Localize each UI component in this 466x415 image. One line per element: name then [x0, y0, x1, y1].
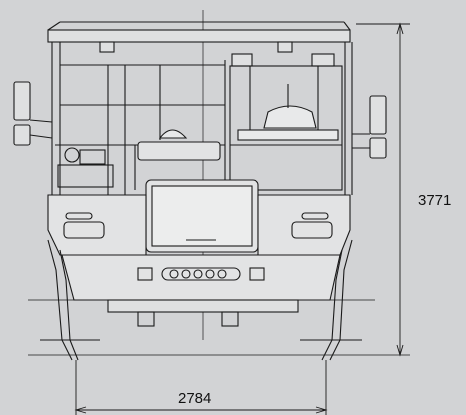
right-fender: [257, 194, 351, 256]
right-wheel: [300, 239, 362, 361]
width-dimension-label: 2784: [178, 390, 212, 407]
left-fender: [47, 194, 147, 256]
operator-seat: [237, 84, 339, 141]
left-equipment: [55, 144, 136, 190]
left-wheel: [40, 239, 100, 361]
front-hood: [137, 141, 259, 253]
cab-roof: [47, 21, 351, 67]
front-bumper: [61, 254, 341, 327]
steering-dome: [158, 129, 188, 139]
height-dimension-line: [356, 22, 410, 357]
left-mirror: [13, 81, 53, 146]
width-dimension-line: [74, 360, 328, 415]
height-dimension-label: 3771: [418, 192, 452, 209]
cab-frame: [51, 42, 353, 195]
right-mirror: [352, 95, 387, 159]
